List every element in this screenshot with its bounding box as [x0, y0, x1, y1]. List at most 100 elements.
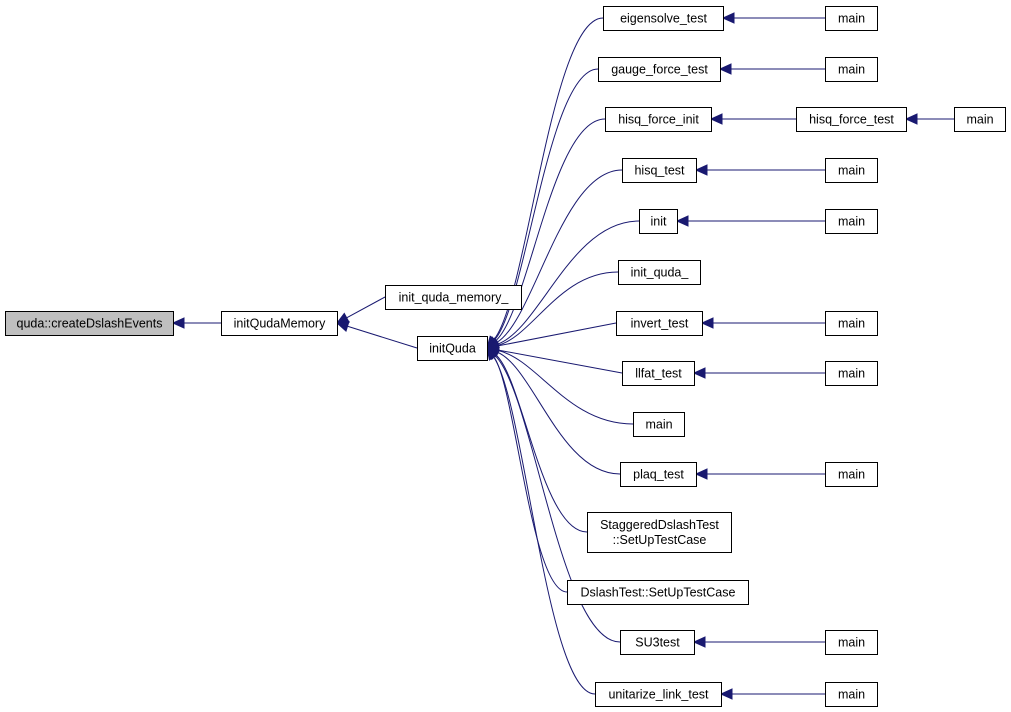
node-hisq-force-init[interactable]: hisq_force_init [605, 107, 712, 132]
node-box [567, 580, 749, 605]
arrow-head-icon [700, 317, 714, 329]
node-label: init_quda_memory_ [399, 291, 510, 305]
node-dslash[interactable]: DslashTest::SetUpTestCase [567, 580, 749, 605]
node-box [825, 630, 878, 655]
node-su3test[interactable]: SU3test [620, 630, 695, 655]
node-hisq-force-test[interactable]: hisq_force_test [796, 107, 907, 132]
node-label: main [838, 468, 865, 482]
node-main-hisq-force[interactable]: main [954, 107, 1006, 132]
node-box [633, 412, 685, 437]
node-label: main [645, 418, 672, 432]
node-invert-test[interactable]: invert_test [616, 311, 703, 336]
node-box [825, 6, 878, 31]
node-eigensolve-test[interactable]: eigensolve_test [603, 6, 724, 31]
node-init-quda-[interactable]: init_quda_ [618, 260, 701, 285]
node-label: main [966, 113, 993, 127]
node-label: eigensolve_test [620, 12, 707, 26]
node-box [622, 361, 695, 386]
edge-line [494, 68, 599, 341]
node-main-invert[interactable]: main [825, 311, 878, 336]
node-box [825, 209, 878, 234]
node-box [221, 311, 338, 336]
node-init-quda-memory[interactable]: initQudaMemory [221, 311, 338, 336]
node-main-init[interactable]: main [825, 209, 878, 234]
edge-hisq-force-test-to-hisq-force-init [709, 113, 796, 125]
edge-main-gauge-to-gauge-force-test [718, 63, 825, 75]
node-box [417, 336, 488, 361]
node-root[interactable]: quda::createDslashEvents [5, 311, 174, 336]
edge-line [495, 354, 588, 533]
node-init-quda-memory-[interactable]: init_quda_memory_ [385, 285, 522, 310]
node-box [587, 512, 732, 553]
node-plaq-test[interactable]: plaq_test [620, 462, 697, 487]
node-label: main [838, 63, 865, 77]
node-unitarize[interactable]: unitarize_link_test [595, 682, 722, 707]
arrow-head-icon [171, 317, 185, 329]
node-box [603, 6, 724, 31]
edge-main-llfat-to-llfat-test [692, 367, 825, 379]
node-box [622, 158, 697, 183]
edge-main-invert-to-invert-test [700, 317, 825, 329]
node-label: init [651, 215, 668, 229]
node-hisq-test[interactable]: hisq_test [622, 158, 697, 183]
edge-main-hisq-force-to-hisq-force-test [904, 113, 954, 125]
node-label: quda::createDslashEvents [17, 317, 163, 331]
edge-main-unitarize-to-unitarize [719, 688, 825, 700]
arrow-head-icon [719, 688, 733, 700]
node-label: main [838, 12, 865, 26]
edges-layer [171, 12, 954, 700]
node-label: main [838, 164, 865, 178]
node-label: llfat_test [635, 367, 682, 381]
edge-line [494, 355, 621, 643]
edge-main-eigensolve-to-eigensolve-test [721, 12, 825, 24]
node-main-plaq[interactable]: main [825, 462, 878, 487]
node-box [825, 57, 878, 82]
arrow-head-icon [486, 347, 499, 361]
node-staggered[interactable]: StaggeredDslashTest::SetUpTestCase [587, 512, 732, 553]
node-label: gauge_force_test [611, 63, 708, 77]
node-main-direct[interactable]: main [633, 412, 685, 437]
edge-main-su3-to-su3test [692, 636, 825, 648]
edge-main-hisq-to-hisq-test [694, 164, 825, 176]
edge-hisq-force-init-to-init-quda [486, 118, 606, 349]
node-main-su3[interactable]: main [825, 630, 878, 655]
edge-line [346, 296, 386, 319]
node-box [618, 260, 701, 285]
edge-plaq-test-to-init-quda [485, 346, 621, 475]
arrow-head-icon [709, 113, 723, 125]
node-main-unitarize[interactable]: main [825, 682, 878, 707]
node-init-quda[interactable]: initQuda [417, 336, 488, 361]
edge-dslash-to-init-quda [486, 347, 568, 593]
node-init[interactable]: init [639, 209, 678, 234]
node-label: main [838, 215, 865, 229]
node-label: unitarize_link_test [608, 688, 709, 702]
node-label: DslashTest::SetUpTestCase [581, 586, 736, 600]
node-gauge-force-test[interactable]: gauge_force_test [598, 57, 721, 82]
edge-line [495, 118, 606, 342]
node-label: main [838, 636, 865, 650]
node-main-eigensolve[interactable]: main [825, 6, 878, 31]
node-llfat-test[interactable]: llfat_test [622, 361, 695, 386]
node-main-gauge[interactable]: main [825, 57, 878, 82]
node-main-hisq[interactable]: main [825, 158, 878, 183]
node-label: init_quda_ [631, 266, 690, 280]
edge-line [497, 271, 619, 346]
node-box [825, 311, 878, 336]
edge-init-quda-to-init-quda-memory [335, 320, 418, 349]
edge-init-quda-memory-to-root [171, 317, 221, 329]
arrow-head-icon [721, 12, 735, 24]
node-label: invert_test [631, 317, 689, 331]
node-label: main [838, 317, 865, 331]
edge-line [493, 17, 604, 340]
arrow-head-icon [692, 367, 706, 379]
node-label: SU3test [635, 636, 680, 650]
node-box [385, 285, 522, 310]
node-box [595, 682, 722, 707]
node-label: main [838, 367, 865, 381]
node-label: main [838, 688, 865, 702]
edge-line [497, 349, 634, 425]
node-main-llfat[interactable]: main [825, 361, 878, 386]
edge-hisq-test-to-init-quda [485, 169, 623, 349]
node-label: ::SetUpTestCase [613, 533, 707, 547]
